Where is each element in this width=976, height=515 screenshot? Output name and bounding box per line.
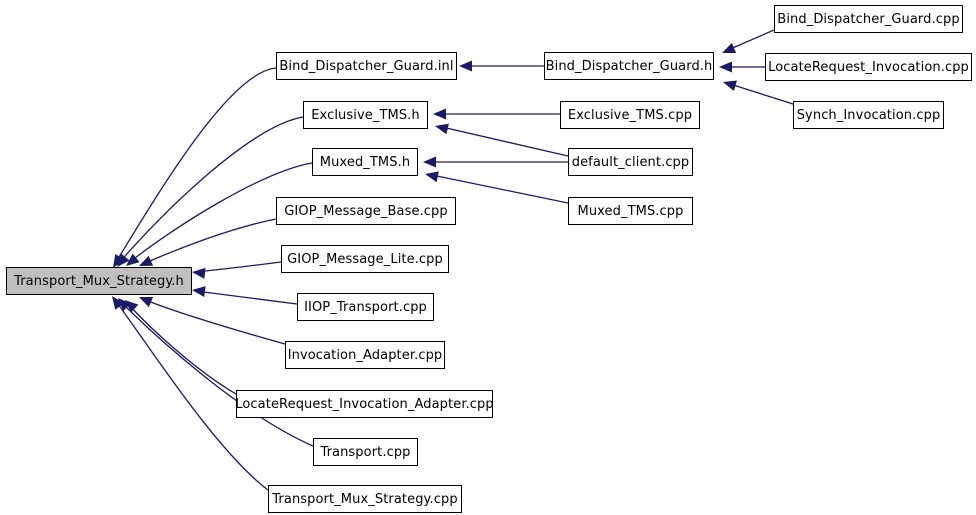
edge-default-client-cpp-to-exclusive-path-arrowhead (435, 123, 449, 135)
edge-giop-message-base-cpp-path (142, 218, 277, 265)
edge-invocation-adapter-cpp-path (142, 298, 286, 345)
edge-giop-message-lite-cpp-path (195, 261, 282, 273)
edge-muxed-tms-cpp-path (431, 174, 569, 204)
edge-giop-message-lite-cpp-path-arrowhead (192, 267, 206, 279)
graph-node-bind_dispatcher_guard_inl[interactable]: Bind_Dispatcher_Guard.inl (276, 52, 457, 80)
edge-iiop-transport-cpp-path-arrowhead (192, 286, 206, 298)
graph-node-bind_dispatcher_guard_h[interactable]: Bind_Dispatcher_Guard.h (544, 52, 714, 80)
edge-synch-invocation-cpp-path (729, 83, 794, 105)
graph-node-label: Bind_Dispatcher_Guard.cpp (777, 11, 960, 27)
edges-group (112, 29, 794, 491)
graph-node-muxed_tms_cpp[interactable]: Muxed_TMS.cpp (568, 197, 693, 225)
graph-node-label: Muxed_TMS.h (319, 154, 411, 170)
graph-node-transport_cpp[interactable]: Transport.cpp (313, 438, 418, 466)
edge-synch-invocation-cpp-path-arrowhead (723, 80, 738, 92)
graph-node-label: IIOP_Transport.cpp (304, 299, 427, 315)
graph-node-locaterequest_invocation_adapter_cpp[interactable]: LocateRequest_Invocation_Adapter.cpp (235, 390, 494, 418)
graph-node-label: default_client.cpp (571, 154, 690, 170)
graph-node-iiop_transport_cpp[interactable]: IIOP_Transport.cpp (297, 293, 434, 321)
edge-transport-mux-strategy-cpp-path (114, 299, 269, 491)
edge-transport-cpp-path (120, 301, 314, 447)
edge-iiop-transport-cpp-path (195, 290, 298, 305)
edge-bind-dispatcher-guard-cpp-path (727, 29, 775, 51)
graph-node-label: Transport.cpp (320, 444, 411, 460)
graph-node-label: Invocation_Adapter.cpp (287, 347, 443, 363)
graph-node-invocation_adapter_cpp[interactable]: Invocation_Adapter.cpp (285, 341, 445, 369)
edge-muxed-tms-cpp-path-arrowhead (425, 171, 439, 183)
graph-node-label: Transport_Mux_Strategy.cpp (272, 491, 458, 507)
edge-bind-dispatcher-guard-inl-path (115, 67, 277, 263)
edge-locaterequest-invocation-adapter-cpp-path (127, 303, 237, 395)
edge-invocation-adapter-cpp-path-arrowhead (139, 297, 154, 308)
graph-node-label: Transport_Mux_Strategy.h (14, 273, 184, 289)
graph-node-transport_mux_strategy_cpp[interactable]: Transport_Mux_Strategy.cpp (268, 485, 462, 513)
edge-locaterequest-invocation-cpp-path-arrowhead (719, 61, 732, 73)
edge-exclusive-tms-h-path-arrowhead (117, 253, 130, 267)
graph-node-default_client_cpp[interactable]: default_client.cpp (568, 148, 693, 176)
graph-node-label: Exclusive_TMS.h (311, 107, 420, 123)
graph-node-bind_dispatcher_guard_cpp[interactable]: Bind_Dispatcher_Guard.cpp (774, 5, 963, 33)
edge-transport-cpp-path-arrowhead (118, 298, 131, 312)
graph-node-label: Muxed_TMS.cpp (577, 203, 684, 219)
graph-node-muxed_tms_h[interactable]: Muxed_TMS.h (312, 148, 418, 176)
graph-node-transport_mux_strategy_h: Transport_Mux_Strategy.h (6, 267, 192, 295)
edge-default-client-cpp-to-exclusive-path (441, 126, 569, 157)
graph-node-label: GIOP_Message_Lite.cpp (287, 251, 443, 267)
graph-node-giop_message_lite_cpp[interactable]: GIOP_Message_Lite.cpp (281, 245, 449, 273)
edge-bind-dispatcher-guard-h-path-arrowhead (459, 60, 472, 72)
edge-giop-message-base-cpp-path-arrowhead (139, 255, 154, 266)
graph-node-label: Exclusive_TMS.cpp (567, 107, 693, 123)
graph-node-giop_message_base_cpp[interactable]: GIOP_Message_Base.cpp (276, 197, 456, 225)
graph-node-label: Bind_Dispatcher_Guard.h (545, 58, 713, 74)
graph-node-label: LocateRequest_Invocation_Adapter.cpp (235, 396, 494, 412)
graph-node-locaterequest_invocation_cpp[interactable]: LocateRequest_Invocation.cpp (765, 53, 972, 81)
graph-node-exclusive_tms_cpp[interactable]: Exclusive_TMS.cpp (560, 101, 700, 129)
edge-exclusive-tms-h-path (119, 116, 304, 263)
graph-node-label: LocateRequest_Invocation.cpp (768, 59, 969, 75)
edge-default-client-cpp-to-muxed-path-arrowhead (423, 156, 436, 168)
edge-exclusive-tms-cpp-path-arrowhead (433, 108, 446, 120)
edge-bind-dispatcher-guard-cpp-path-arrowhead (722, 42, 737, 53)
graph-node-label: Bind_Dispatcher_Guard.inl (279, 58, 454, 74)
edge-bind-dispatcher-guard-inl-path-arrowhead (113, 254, 125, 268)
edge-muxed-tms-h-path (129, 162, 313, 263)
edge-transport-mux-strategy-cpp-path-arrowhead (112, 296, 125, 310)
graph-node-label: Synch_Invocation.cpp (796, 107, 941, 123)
edge-muxed-tms-h-path-arrowhead (126, 253, 140, 266)
graph-node-synch_invocation_cpp[interactable]: Synch_Invocation.cpp (793, 101, 944, 129)
graph-node-label: GIOP_Message_Base.cpp (284, 203, 448, 219)
graph-node-exclusive_tms_h[interactable]: Exclusive_TMS.h (303, 101, 428, 129)
